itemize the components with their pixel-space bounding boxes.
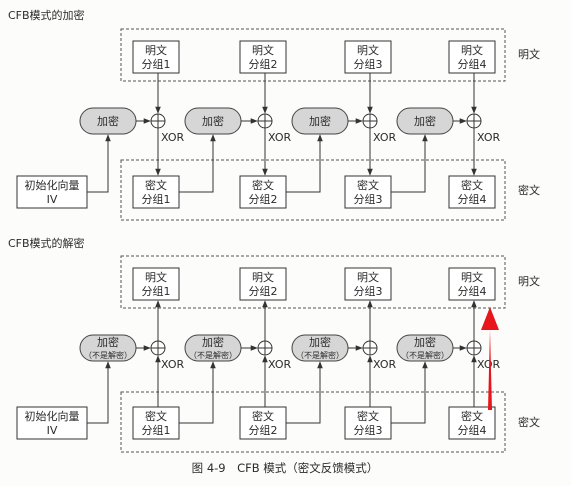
plaintext-block-4-index: 分组4 — [458, 57, 487, 71]
plaintext-block-4-label: 明文 — [461, 270, 483, 284]
ciphertext-block-4-label: 密文 — [461, 409, 483, 423]
plaintext-block-1-index: 分组1 — [142, 57, 171, 71]
ciphertext-3-feedback-to-encrypt-4-arrow — [391, 361, 428, 424]
xor-2-label: XOR — [268, 358, 291, 371]
ciphertext-block-3-index: 分组3 — [354, 192, 383, 206]
xor-3-label: XOR — [373, 131, 396, 144]
enc-plaintext-region — [120, 28, 506, 82]
plaintext-block-2 — [239, 267, 287, 301]
encrypt-block-1-note: （不是解密） — [84, 350, 132, 360]
plaintext-block-4 — [448, 267, 496, 301]
encrypt-block-3-note: （不是解密） — [296, 350, 344, 360]
enc-iv-abbrev: IV — [47, 193, 58, 206]
enc-ciphertext-region-label: 密文 — [518, 183, 540, 197]
ciphertext-block-2-label: 密文 — [252, 178, 274, 192]
decryption-flow: 明文分组1密文分组1加密（不是解密）XOR明文分组2密文分组2加密（不是解密）X… — [79, 267, 500, 440]
decryption-section-title: CFB模式的解密 — [8, 236, 85, 250]
ciphertext-3-feedback-to-encrypt-4-arrow — [391, 134, 428, 193]
ciphertext-block-2-index: 分组2 — [249, 192, 278, 206]
ciphertext-block-4 — [448, 406, 496, 440]
dec-iv-abbrev: IV — [47, 424, 58, 437]
xor-1-label: XOR — [161, 131, 184, 144]
encryption-section-title: CFB模式的加密 — [8, 8, 85, 22]
ciphertext-block-4-label: 密文 — [461, 178, 483, 192]
enc-ciphertext-region — [120, 159, 506, 221]
plaintext-block-4-index: 分组4 — [458, 284, 487, 298]
plaintext-block-1-label: 明文 — [145, 270, 167, 284]
dec-iv-label: 初始化向量 — [25, 409, 80, 423]
ciphertext-block-4 — [448, 175, 496, 209]
enc-iv-label: 初始化向量 — [25, 178, 80, 192]
ciphertext-block-2 — [239, 406, 287, 440]
plaintext-block-1 — [132, 267, 180, 301]
plaintext-block-2-index: 分组2 — [249, 57, 278, 71]
figure-caption: 图 4-9 CFB 模式（密文反馈模式） — [192, 461, 379, 475]
iv-to-encrypt-1-arrow — [87, 134, 111, 193]
encrypt-block-3-label: 加密 — [309, 335, 331, 349]
plaintext-block-3 — [344, 40, 392, 74]
encrypt-block-2-note: （不是解密） — [189, 350, 237, 360]
plaintext-block-4 — [448, 40, 496, 74]
encrypt-block-3-label: 加密 — [309, 114, 331, 128]
plaintext-block-2 — [239, 40, 287, 74]
dec-ciphertext-region — [120, 391, 506, 453]
ciphertext-1-feedback-to-encrypt-2-arrow — [179, 361, 216, 424]
plaintext-block-1-index: 分组1 — [142, 284, 171, 298]
encryption-flow: 明文分组1密文分组1加密XOR明文分组2密文分组2加密XOR明文分组3密文分组3… — [79, 40, 500, 209]
encrypt-block-4-note: （不是解密） — [401, 350, 449, 360]
plaintext-block-3 — [344, 267, 392, 301]
ciphertext-block-1 — [132, 406, 180, 440]
plaintext-block-3-index: 分组3 — [354, 284, 383, 298]
plaintext-block-3-index: 分组3 — [354, 57, 383, 71]
encrypt-block-2-label: 加密 — [202, 335, 224, 349]
encrypt-block-4-label: 加密 — [414, 114, 436, 128]
ciphertext-block-1-label: 密文 — [145, 409, 167, 423]
dec-plaintext-region-label: 明文 — [518, 274, 540, 288]
xor-4-label: XOR — [477, 131, 500, 144]
xor-1-label: XOR — [161, 358, 184, 371]
encrypt-block-1-label: 加密 — [97, 335, 119, 349]
plaintext-block-2-label: 明文 — [252, 43, 274, 57]
ciphertext-block-1-label: 密文 — [145, 178, 167, 192]
enc-iv-box — [16, 175, 88, 209]
plaintext-block-2-index: 分组2 — [249, 284, 278, 298]
ciphertext-block-4-index: 分组4 — [458, 423, 487, 437]
ciphertext-block-2-index: 分组2 — [249, 423, 278, 437]
dec-plaintext-region — [120, 255, 506, 309]
xor-2-label: XOR — [268, 131, 291, 144]
iv-to-encrypt-1-arrow — [87, 361, 111, 424]
plaintext-block-2-label: 明文 — [252, 270, 274, 284]
plaintext-block-3-label: 明文 — [357, 43, 379, 57]
ciphertext-block-3-label: 密文 — [357, 409, 379, 423]
xor-4-label: XOR — [477, 358, 500, 371]
ciphertext-block-2-label: 密文 — [252, 409, 274, 423]
encrypt-block-4-label: 加密 — [414, 335, 436, 349]
encrypt-block-1-label: 加密 — [97, 114, 119, 128]
ciphertext-block-1-index: 分组1 — [142, 423, 171, 437]
enc-plaintext-region-label: 明文 — [518, 47, 540, 61]
ciphertext-block-2 — [239, 175, 287, 209]
ciphertext-block-3-label: 密文 — [357, 178, 379, 192]
dec-ciphertext-region-label: 密文 — [518, 415, 540, 429]
encrypt-block-2-label: 加密 — [202, 114, 224, 128]
plaintext-block-4-label: 明文 — [461, 43, 483, 57]
plaintext-block-3-label: 明文 — [357, 270, 379, 284]
ciphertext-block-4-index: 分组4 — [458, 192, 487, 206]
annotation-red-arrow — [481, 307, 499, 410]
ciphertext-block-1-index: 分组1 — [142, 192, 171, 206]
plaintext-block-1 — [132, 40, 180, 74]
xor-3-label: XOR — [373, 358, 396, 371]
ciphertext-1-feedback-to-encrypt-2-arrow — [179, 134, 216, 193]
ciphertext-2-feedback-to-encrypt-3-arrow — [286, 134, 323, 193]
ciphertext-2-feedback-to-encrypt-3-arrow — [286, 361, 323, 424]
dec-iv-box — [16, 406, 88, 440]
plaintext-block-1-label: 明文 — [145, 43, 167, 57]
ciphertext-block-3-index: 分组3 — [354, 423, 383, 437]
